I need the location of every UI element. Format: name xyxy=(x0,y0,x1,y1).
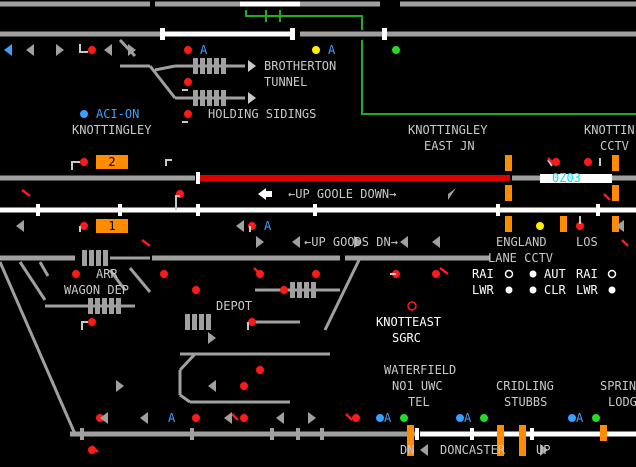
label-rai-1: RAI xyxy=(472,267,494,281)
label-holding-sidings: HOLDING SIDINGS xyxy=(208,107,317,121)
berth-2[interactable]: 2 xyxy=(96,155,128,169)
auto-button-5[interactable]: A xyxy=(384,411,392,425)
label-cridling: CRIDLING xyxy=(496,379,554,393)
route-lines xyxy=(245,10,636,115)
label-england: ENGLAND xyxy=(496,235,547,249)
label-doncaster: DONCASTER xyxy=(440,443,506,457)
auto-button-2[interactable]: A xyxy=(328,43,336,57)
label-knottingley: KNOTTINGLEY xyxy=(72,123,152,137)
label-lwr-1: LWR xyxy=(472,283,494,297)
label-up: UP xyxy=(536,443,551,457)
label-los: LOS xyxy=(576,235,598,249)
berth-1[interactable]: 1 xyxy=(96,219,128,233)
label-knottingley-east: KNOTTINGLEY xyxy=(408,123,488,137)
label-east-jn: EAST JN xyxy=(424,139,475,153)
label-lane-cctv: LANE CCTV xyxy=(488,251,554,265)
label-aut: AUT xyxy=(544,267,566,281)
auto-button-6[interactable]: A xyxy=(464,411,472,425)
label-up-goole-down: ←UP GOOLE DOWN→ xyxy=(288,187,397,201)
label-cctv: CCTV xyxy=(600,139,629,153)
label-tunnel: TUNNEL xyxy=(264,75,308,89)
label-dn: DN xyxy=(400,443,415,457)
auto-button-3[interactable]: A xyxy=(264,219,272,233)
label-lodg: LODG xyxy=(608,395,636,409)
label-clr: CLR xyxy=(544,283,566,297)
label-sgrc: SGRC xyxy=(392,331,421,345)
label-aci-on[interactable]: ACI-ON xyxy=(96,107,140,121)
label-wagon-dep: WAGON DEP xyxy=(64,283,130,297)
track-circuit-markers xyxy=(407,155,619,456)
train-id-0z03[interactable]: 0Z03 xyxy=(552,171,581,185)
label-knottin: KNOTTIN xyxy=(584,123,635,137)
label-waterfield: WATERFIELD xyxy=(384,363,457,377)
auto-button-1[interactable]: A xyxy=(200,43,208,57)
auto-button-4[interactable]: A xyxy=(168,411,176,425)
label-rai-2: RAI xyxy=(576,267,598,281)
label-lwr-2: LWR xyxy=(576,283,598,297)
label-knotteast: KNOTTEAST xyxy=(376,315,442,329)
label-sprin: SPRIN xyxy=(600,379,636,393)
label-depot: DEPOT xyxy=(216,299,253,313)
label-brotherton: BROTHERTON xyxy=(264,59,337,73)
label-no1-uwc: NO1 UWC xyxy=(392,379,443,393)
label-arr: ARR xyxy=(96,267,118,281)
label-stubbs: STUBBS xyxy=(504,395,548,409)
auto-button-7[interactable]: A xyxy=(576,411,584,425)
label-up-goods-dn: ←UP GOODS DN→ xyxy=(304,235,398,249)
direction-arrows xyxy=(4,44,624,456)
label-tel: TEL xyxy=(408,395,430,409)
